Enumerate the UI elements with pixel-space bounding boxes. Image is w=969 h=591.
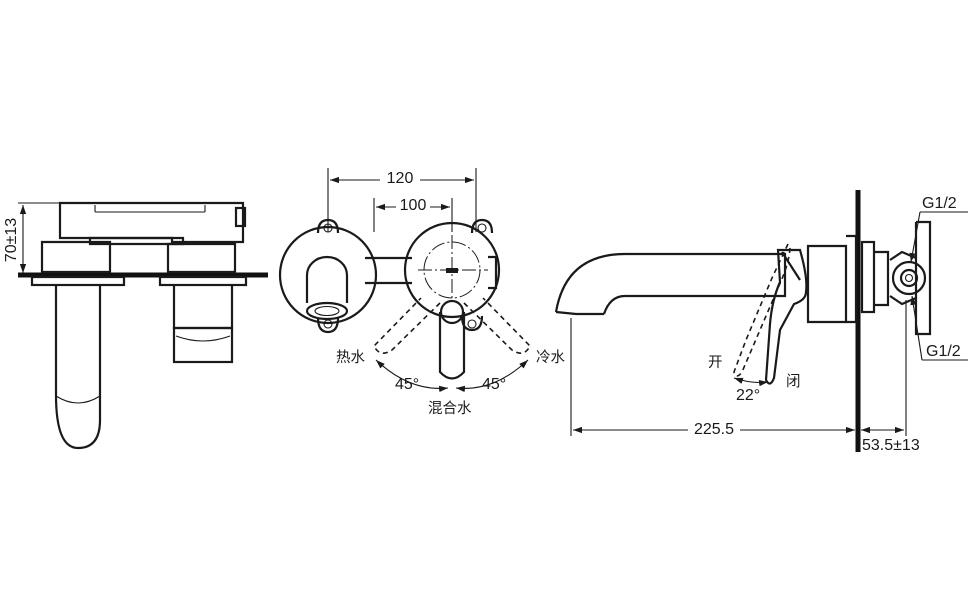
side-view: 70±13 xyxy=(3,201,268,450)
thread-bottom-label: G1/2 xyxy=(926,343,961,360)
wall-mount-view: G1/2 G1/2 225.5 53.5±13 开 闭 22° xyxy=(554,190,968,454)
mixed-water-label: 混合水 xyxy=(428,400,472,417)
spout-length-label: 225.5 xyxy=(694,421,734,438)
wall-depth-label: 53.5±13 xyxy=(862,437,920,454)
right-angle-label: 45° xyxy=(482,376,506,393)
close-label: 闭 xyxy=(786,373,801,390)
cold-water-label: 冷水 xyxy=(536,349,565,366)
height-dimension-label: 70±13 xyxy=(3,218,20,262)
front-view: 120 100 热水 冷水 混合水 45° 45° xyxy=(278,168,565,417)
spout xyxy=(554,252,787,315)
left-angle-label: 45° xyxy=(395,376,419,393)
plate-width-label: 120 xyxy=(387,170,414,187)
hole-spacing-label: 100 xyxy=(400,197,427,214)
spout-escutcheon xyxy=(278,225,378,325)
open-label: 开 xyxy=(708,355,723,371)
thread-top-label: G1/2 xyxy=(922,195,957,212)
hot-water-label: 热水 xyxy=(336,349,365,366)
open-angle-label: 22° xyxy=(736,387,760,404)
